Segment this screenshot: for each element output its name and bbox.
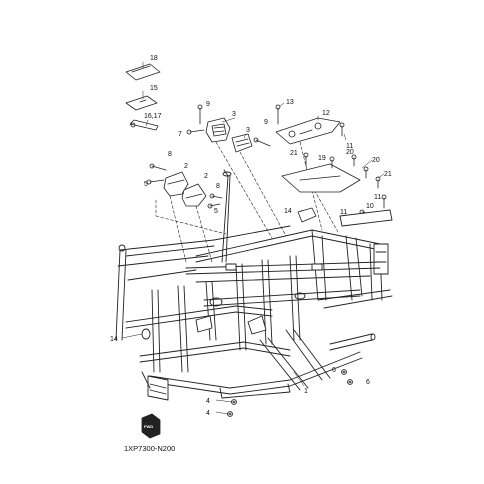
callout-11-a: 11 bbox=[346, 143, 353, 150]
callout-10: 10 bbox=[366, 203, 374, 210]
bracket-2-left bbox=[163, 171, 189, 197]
clamp-14-upper bbox=[297, 207, 317, 223]
callout-12: 12 bbox=[322, 110, 330, 117]
fwd-label: FWD bbox=[144, 424, 153, 429]
callout-1: 1 bbox=[304, 388, 308, 395]
callout-9-b: 9 bbox=[264, 119, 268, 126]
callout-15: 15 bbox=[150, 85, 158, 92]
callout-6-a: 6 bbox=[332, 367, 336, 374]
bracket-3-left bbox=[205, 117, 231, 143]
callout-14-a: 14 bbox=[284, 208, 292, 215]
callout-20-b: 20 bbox=[372, 157, 380, 164]
plate-12 bbox=[275, 117, 341, 145]
plate-19-20 bbox=[281, 163, 361, 193]
callout-5-b: 5 bbox=[214, 208, 218, 215]
callout-2-b: 2 bbox=[204, 173, 208, 180]
callout-16-17: 16,17 bbox=[144, 113, 162, 120]
bolt-9-a bbox=[197, 104, 203, 125]
callout-6-b: 6 bbox=[366, 379, 370, 386]
bolts-21-19-20 bbox=[303, 152, 381, 189]
callout-2-a: 2 bbox=[184, 163, 188, 170]
bracket-3-right bbox=[231, 133, 253, 153]
callout-labels: 18 15 16,17 9 3 7 3 9 13 12 11 21 19 20 … bbox=[110, 55, 392, 417]
callout-9-a: 9 bbox=[206, 101, 210, 108]
callout-20-a: 20 bbox=[346, 149, 354, 156]
bolt-9-b bbox=[253, 137, 271, 147]
callout-4-a: 4 bbox=[206, 398, 210, 405]
bracket-16-17 bbox=[129, 119, 159, 131]
callout-21-a: 21 bbox=[290, 150, 298, 157]
bolt-13 bbox=[275, 104, 281, 125]
bracket-2-right bbox=[181, 183, 207, 207]
callout-3-a: 3 bbox=[232, 111, 236, 118]
callout-21-b: 21 bbox=[384, 171, 392, 178]
bolt-7 bbox=[186, 129, 205, 135]
callout-14-b: 14 bbox=[110, 336, 118, 343]
callout-11-b: 11 bbox=[374, 194, 381, 201]
callout-8-b: 8 bbox=[216, 183, 220, 190]
label-plate-15 bbox=[125, 95, 158, 111]
diagram-code: 1XP7300-N200 bbox=[124, 444, 175, 453]
callout-19: 19 bbox=[318, 155, 326, 162]
callout-18: 18 bbox=[150, 55, 158, 62]
callout-leaders bbox=[121, 61, 385, 415]
callout-4-b: 4 bbox=[206, 410, 210, 417]
leader-lines bbox=[155, 141, 339, 263]
label-plate-18 bbox=[125, 63, 161, 81]
main-frame-1 bbox=[115, 169, 393, 401]
callout-11-c: 11 bbox=[340, 209, 347, 216]
bolt-11-top bbox=[339, 122, 345, 137]
washers-6 bbox=[341, 369, 353, 385]
callout-5-a: 5 bbox=[144, 181, 148, 188]
callout-13: 13 bbox=[286, 99, 294, 106]
callout-3-b: 3 bbox=[246, 127, 250, 134]
callout-8-a: 8 bbox=[168, 151, 172, 158]
bolts-8-5 bbox=[146, 163, 223, 209]
callout-7: 7 bbox=[178, 131, 182, 138]
fwd-arrow-icon bbox=[141, 413, 161, 439]
